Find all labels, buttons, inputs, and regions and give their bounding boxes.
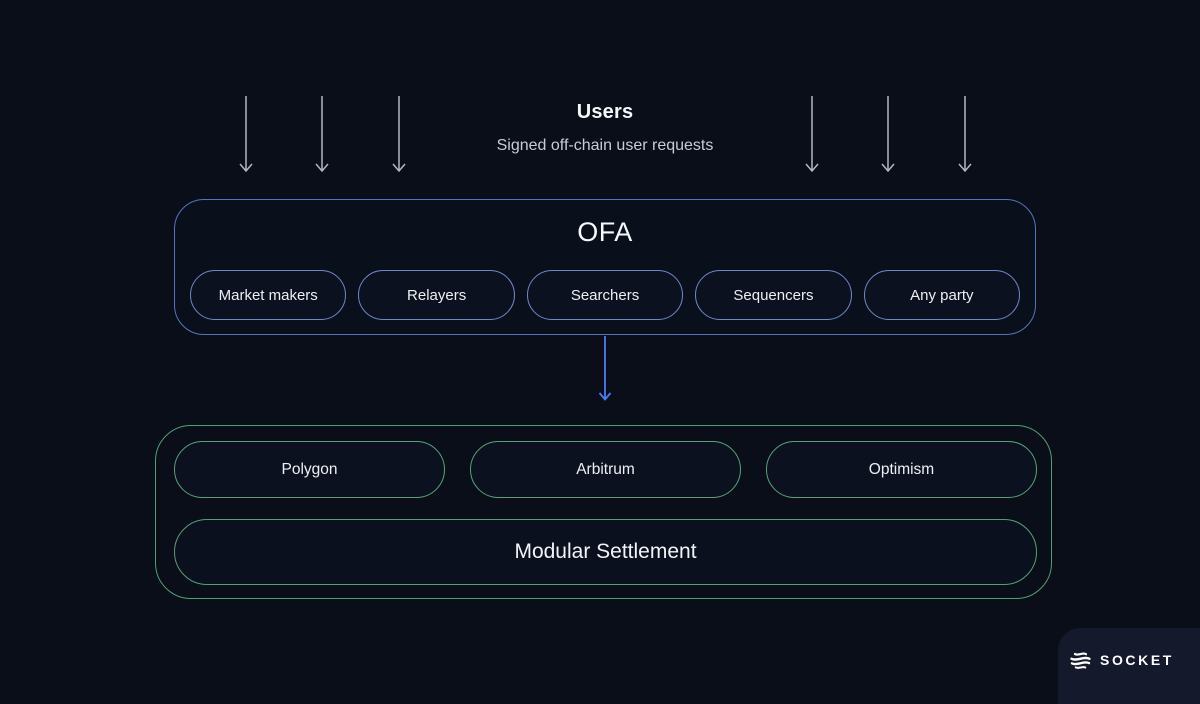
brand-name: SOCKET xyxy=(1100,651,1174,668)
chain-pill-polygon: Polygon xyxy=(174,441,445,498)
ofa-title: OFA xyxy=(577,217,633,247)
ofa-pill-any-party: Any party xyxy=(863,270,1021,320)
flow-down-arrow-icon xyxy=(597,336,613,407)
user-request-arrow-icon xyxy=(314,95,330,173)
users-subtitle: Signed off-chain user requests xyxy=(496,137,714,154)
chain-pill-arbitrum: Arbitrum xyxy=(470,441,741,498)
user-request-arrow-icon xyxy=(238,95,254,173)
user-request-arrow-icon xyxy=(391,95,407,173)
ofa-pill-relayers: Relayers xyxy=(358,270,515,320)
socket-logo-icon xyxy=(1070,649,1091,670)
ofa-box: OFA Market makers Relayers Searchers Seq… xyxy=(174,199,1036,335)
user-request-arrow-icon xyxy=(804,95,820,173)
ofa-pill-sequencers: Sequencers xyxy=(695,270,852,320)
brand-panel: SOCKET xyxy=(1058,628,1200,704)
modular-settlement-box: Modular Settlement xyxy=(174,519,1037,585)
user-request-arrow-icon xyxy=(957,95,973,173)
ofa-pill-row: Market makers Relayers Searchers Sequenc… xyxy=(190,270,1021,320)
users-title: Users xyxy=(576,101,634,123)
chain-pill-optimism: Optimism xyxy=(766,441,1037,498)
settlement-box: Polygon Arbitrum Optimism Modular Settle… xyxy=(155,425,1052,599)
ofa-pill-searchers: Searchers xyxy=(526,270,684,320)
chain-pill-row: Polygon Arbitrum Optimism xyxy=(174,441,1037,498)
user-request-arrow-icon xyxy=(880,95,896,173)
ofa-pill-market-makers: Market makers xyxy=(190,270,347,320)
